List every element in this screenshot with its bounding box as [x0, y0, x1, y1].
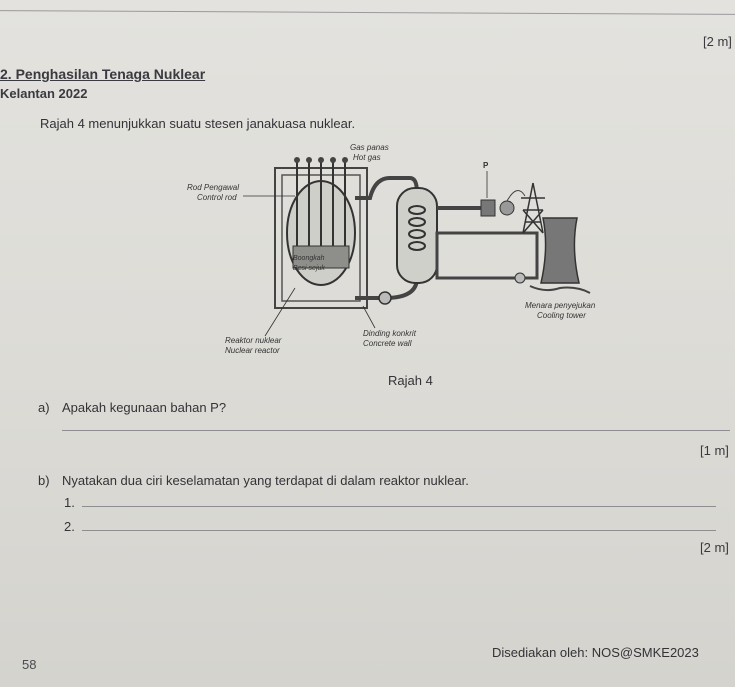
- cooling-tower: [540, 217, 580, 284]
- answer-line-1-label: 1.: [64, 495, 75, 510]
- reactor-core: [292, 245, 350, 269]
- label-control-rod: Control rod: [197, 193, 237, 202]
- label-hot-gas: Hot gas: [353, 153, 381, 162]
- footer-credit: Disediakan oleh: NOS@SMKE2023: [492, 645, 699, 660]
- question-b-label: b): [38, 473, 50, 488]
- diagram-caption: Rajah 4: [388, 373, 433, 388]
- question-a-text: Apakah kegunaan bahan P?: [62, 400, 227, 415]
- label-concrete-wall: Concrete wall: [363, 339, 412, 348]
- intro-text: Rajah 4 menunjukkan suatu stesen janakua…: [40, 116, 356, 131]
- label-p: P: [483, 161, 489, 170]
- source-year: Kelantan 2022: [0, 86, 88, 101]
- answer-line-2-label: 2.: [64, 519, 75, 534]
- question-a-label: a): [38, 400, 50, 415]
- section-title: 2. Penghasilan Tenaga Nuklear: [0, 66, 206, 82]
- label-menara-penyejukan: Menara penyejukan: [525, 301, 596, 310]
- label-dinding-konkrit: Dinding konkrit: [363, 329, 417, 338]
- label-nuclear-reactor: Nuclear reactor: [225, 346, 280, 355]
- question-b-text: Nyatakan dua ciri keselamatan yang terda…: [62, 473, 469, 488]
- top-divider: [0, 10, 735, 15]
- page-number: 58: [22, 657, 37, 672]
- heat-exchanger: [396, 187, 438, 284]
- label-reaktor-nuklear: Reaktor nuklear: [225, 336, 282, 345]
- turbine: [480, 199, 496, 217]
- label-rod-pengawal: Rod Pengawal: [187, 183, 239, 192]
- top-marks: [2 m]: [703, 34, 732, 49]
- label-gas-panas: Gas panas: [350, 143, 389, 152]
- label-boongkah: Boongkah: [293, 255, 325, 262]
- answer-line-b2[interactable]: [82, 530, 716, 531]
- question-b-marks: [2 m]: [700, 540, 729, 555]
- answer-line-a[interactable]: [62, 430, 730, 431]
- question-a-marks: [1 m]: [700, 443, 729, 458]
- pylon: [521, 182, 545, 234]
- generator: [499, 200, 515, 216]
- nuclear-power-station-diagram: Gas panas Hot gas P Rod Pengawal Control…: [187, 143, 596, 355]
- label-besi-sejuk: Besi sejuk: [293, 265, 325, 272]
- label-cooling-tower: Cooling tower: [537, 311, 586, 320]
- answer-line-b1[interactable]: [82, 506, 716, 507]
